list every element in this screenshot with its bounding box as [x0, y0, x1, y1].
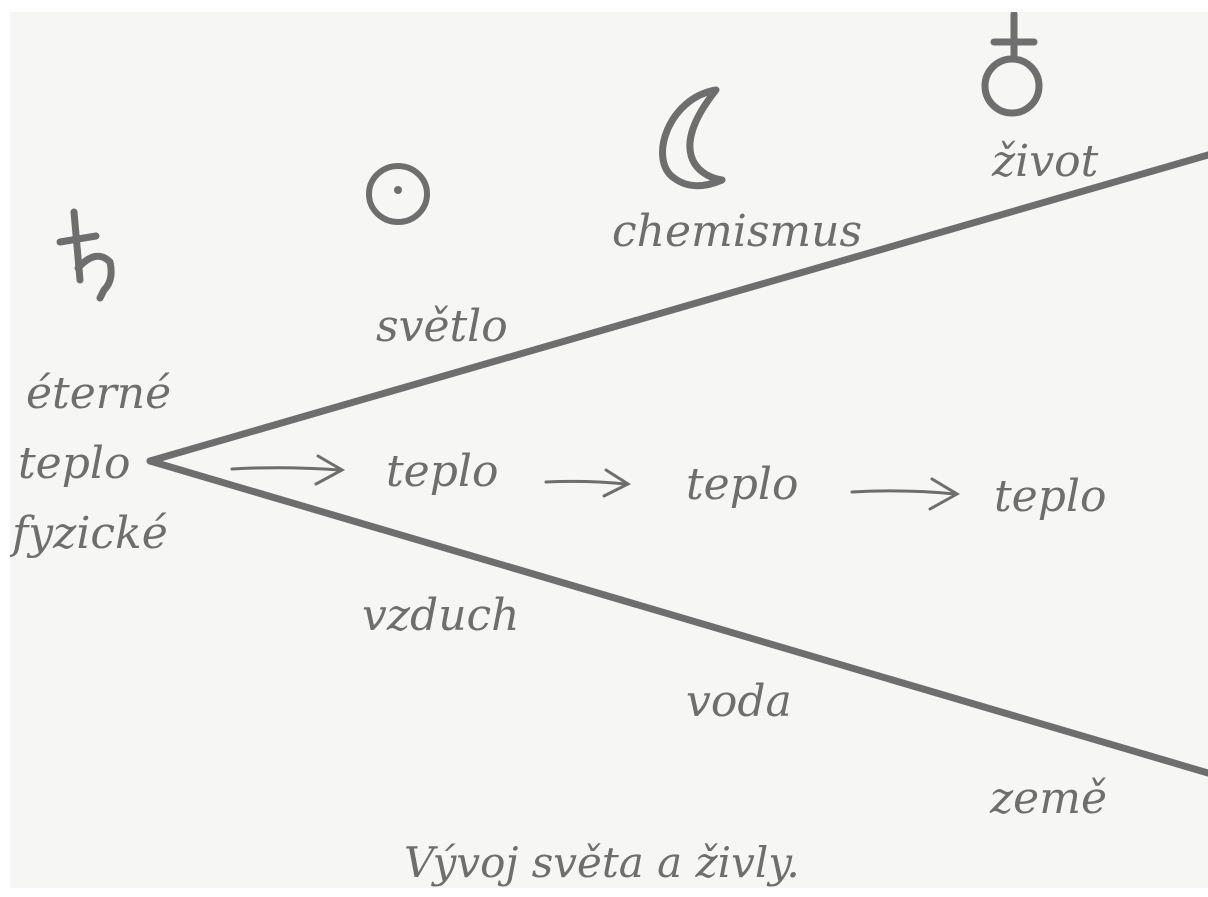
label-teplo-3: teplo [994, 471, 1107, 522]
label-svetlo: světlo [376, 301, 508, 352]
diagram-caption: Vývoj světa a živly. [404, 838, 800, 887]
arrow-2 [544, 468, 632, 498]
sun-symbol-icon [366, 163, 430, 225]
label-zivot: život [992, 136, 1099, 187]
label-chemismus: chemismus [612, 206, 863, 257]
scan-margin-left [0, 0, 10, 897]
label-teplo-origin: teplo [18, 438, 131, 489]
label-eterne: éterné [26, 368, 172, 419]
label-vzduch: vzduch [362, 590, 520, 641]
label-teplo-1: teplo [386, 446, 499, 497]
label-zeme: země [990, 773, 1107, 824]
crescent-moon-icon [659, 86, 726, 190]
scan-margin-bottom [0, 888, 1208, 897]
arrow-3 [850, 477, 960, 511]
arrow-1 [230, 454, 346, 486]
label-fyzicke: fyzické [12, 508, 168, 559]
lower-boundary-line [146, 457, 1208, 777]
label-teplo-2: teplo [686, 459, 799, 510]
upper-boundary-line [146, 151, 1208, 465]
label-voda: voda [686, 676, 792, 727]
saturn-symbol-icon [56, 208, 115, 302]
orb-cross-symbol-icon [981, 10, 1043, 117]
scan-margin-top [0, 0, 1208, 12]
